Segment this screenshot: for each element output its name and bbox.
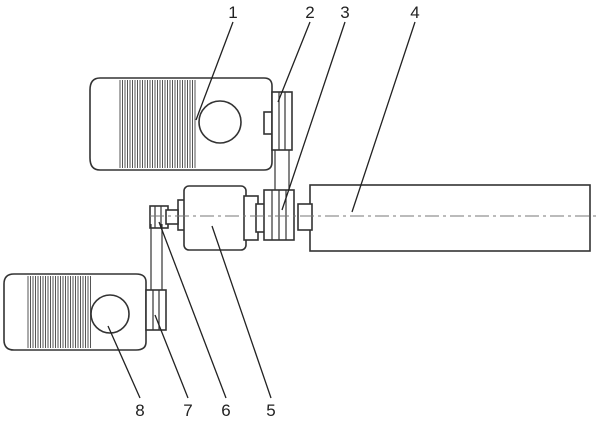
- roller-neck: [297, 203, 313, 231]
- lower-pulley: [149, 205, 179, 229]
- label-part-2: 2: [305, 3, 314, 22]
- leader-3: [281, 21, 346, 211]
- label-part-8: 8: [135, 401, 144, 420]
- leader-lines: [107, 21, 416, 399]
- reducer-body: [177, 185, 295, 251]
- roller-drum: [297, 184, 591, 252]
- leader-1: [195, 21, 234, 121]
- leader-4: [351, 21, 416, 213]
- leader-6: [158, 221, 227, 399]
- leader-2: [277, 21, 311, 103]
- lower-motor: [3, 273, 167, 351]
- upper-motor-shaft: [263, 111, 273, 135]
- leader-7: [154, 314, 189, 399]
- label-part-6: 6: [221, 401, 230, 420]
- upper-motor: [89, 77, 273, 171]
- leader-5: [211, 225, 272, 399]
- part-labels: 1 2 3 4 5 6 7 8: [135, 3, 419, 420]
- upper-motor-shaft-end: [198, 100, 242, 144]
- lower-motor-cooling-fins: [27, 276, 91, 348]
- lower-motor-pulley: [145, 289, 167, 331]
- label-part-7: 7: [183, 401, 192, 420]
- label-part-5: 5: [266, 401, 275, 420]
- leader-8: [107, 325, 141, 399]
- lower-motor-shaft-end: [90, 294, 130, 334]
- upper-motor-cooling-fins: [119, 80, 196, 168]
- label-part-4: 4: [410, 3, 419, 22]
- label-part-3: 3: [340, 3, 349, 22]
- upper-pulley: [271, 91, 293, 151]
- label-part-1: 1: [228, 3, 237, 22]
